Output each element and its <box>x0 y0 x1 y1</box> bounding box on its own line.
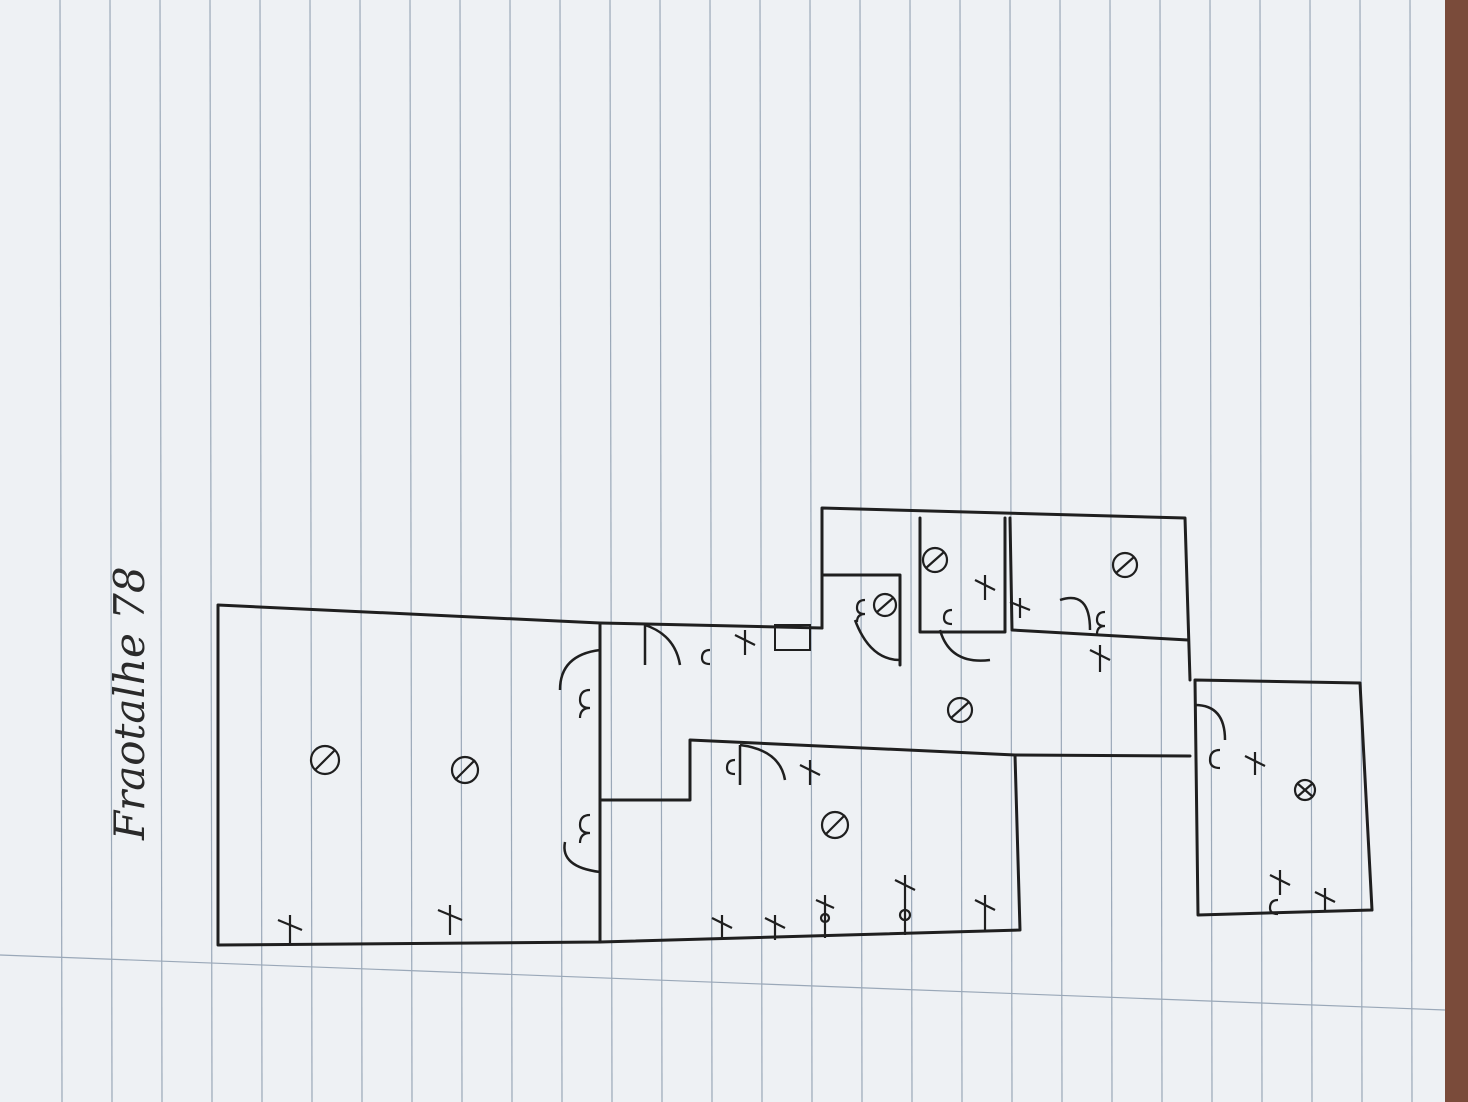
circled-cross-icon <box>309 744 341 776</box>
crossed-tick-icon <box>894 875 916 935</box>
circled-cross-icon <box>1111 551 1139 579</box>
crossed-tick-icon <box>277 915 303 945</box>
crossed-tick-icon <box>1009 598 1031 618</box>
fuse-box <box>774 624 811 651</box>
outlets <box>277 575 1336 945</box>
crossed-tick-icon <box>1269 870 1291 895</box>
note-title: Fraotalhe 78 <box>105 566 154 840</box>
room-wc <box>820 573 902 667</box>
margin-line <box>0 954 1446 1011</box>
light-fixtures <box>309 546 1317 840</box>
crossed-tick-icon <box>437 905 463 935</box>
circled-cross-icon <box>872 592 898 618</box>
circled-cross-icon <box>1293 778 1317 802</box>
walls <box>216 506 1374 947</box>
circled-cross-icon <box>921 546 949 574</box>
crossed-tick-icon <box>1244 752 1266 775</box>
crossed-tick-icon <box>1314 888 1336 910</box>
wall-top <box>598 506 1192 682</box>
crossed-tick-icon <box>974 895 996 930</box>
door-swings <box>558 596 1227 874</box>
circled-cross-icon <box>946 696 974 724</box>
door-arc <box>1194 703 1227 741</box>
crossed-tick-icon <box>799 760 821 785</box>
crossed-tick-icon <box>815 895 835 938</box>
curved-switch-icon <box>578 813 591 844</box>
switches <box>578 598 1279 916</box>
circled-cross-icon <box>450 755 480 785</box>
crossed-tick-icon <box>1089 645 1111 672</box>
door-arc <box>563 841 601 874</box>
curved-switch-icon <box>1095 610 1106 635</box>
door-arc <box>643 623 682 666</box>
curved-switch-icon <box>578 688 591 719</box>
crossed-tick-icon <box>711 915 733 940</box>
crossed-tick-icon <box>764 915 786 940</box>
crossed-tick-icon <box>974 575 996 600</box>
room-bath <box>918 516 1007 634</box>
curved-switch-icon <box>1268 898 1279 916</box>
ruled-lines <box>59 0 1413 1102</box>
door-arc <box>558 648 601 691</box>
door-arc <box>738 743 787 785</box>
curved-switch-icon <box>700 648 711 666</box>
curved-switch-icon <box>1208 748 1221 770</box>
table-edge <box>1445 0 1468 1102</box>
door-arc <box>938 629 991 662</box>
curved-switch-icon <box>725 758 736 776</box>
room-bedroom-small <box>1008 516 1190 642</box>
crossed-tick-icon <box>734 630 756 655</box>
door-arc <box>853 619 901 662</box>
circled-cross-icon <box>820 810 850 840</box>
curved-switch-icon <box>942 608 953 626</box>
room-kitchen <box>598 753 1022 944</box>
door-arc <box>1059 596 1092 631</box>
curved-switch-icon <box>855 598 866 623</box>
wall-corridor <box>598 738 1192 802</box>
room-right <box>1193 678 1374 917</box>
